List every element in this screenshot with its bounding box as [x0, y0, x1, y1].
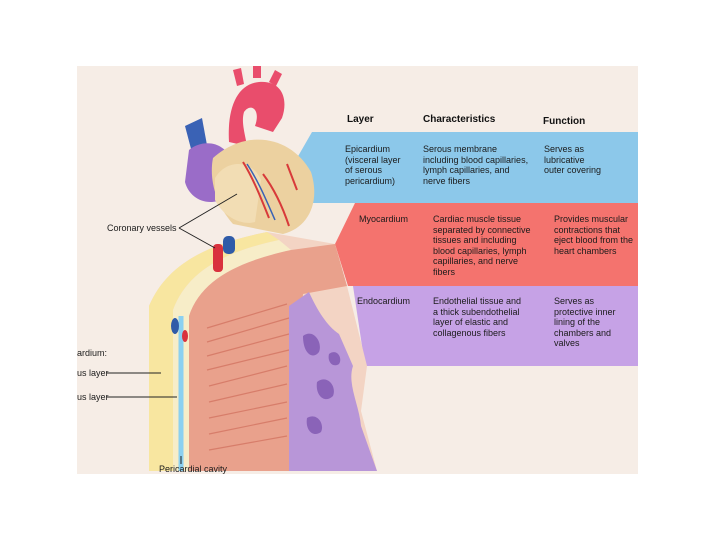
- coronary-artery: [242, 161, 298, 227]
- coronary-leader-1: [178, 193, 238, 229]
- serous-layer-label-fragment-1: us layer: [77, 368, 109, 378]
- pericardial-layer: [149, 232, 279, 471]
- epicardium-band: [289, 132, 638, 203]
- endocardium-layer-name: Endocardium: [357, 296, 411, 306]
- myocardium-characteristics: Cardiac muscle tissue separated by conne…: [433, 214, 531, 277]
- aortic-arch: [228, 81, 285, 146]
- epicardium-layer-name: Epicardium (visceral layer of serous per…: [345, 144, 401, 186]
- trabeculae: [303, 333, 341, 435]
- wall-vessel: [171, 318, 179, 334]
- endocardium-characteristics: Endothelial tissue and a thick subendoth…: [433, 296, 522, 338]
- coronary-vessel-artery: [213, 244, 223, 272]
- pericardium-label-fragment: ardium:: [77, 348, 108, 358]
- myocardial-fibers: [206, 303, 290, 451]
- serous-layer-label-fragment-2: us layer: [77, 392, 109, 402]
- pericardial-cavity-label: Pericardial cavity: [159, 464, 228, 474]
- heart-wall-illustration: [107, 66, 638, 471]
- coronary-vessels-label: Coronary vessels: [107, 223, 177, 233]
- epicardial-layer: [173, 240, 291, 471]
- myocardium-layer-name: Myocardium: [359, 214, 409, 224]
- coronary-leader-2: [178, 227, 216, 249]
- coronary-vessel-vein: [223, 236, 235, 254]
- endocardium-band: [353, 286, 638, 366]
- header-characteristics: Characteristics: [423, 114, 496, 125]
- aorta-branches: [233, 66, 282, 86]
- heart-drawing: [185, 66, 315, 234]
- wall-artery: [182, 330, 188, 342]
- header-function: Function: [543, 116, 586, 127]
- epicardium-function: Serves as lubricative outer covering: [544, 144, 602, 175]
- header-layer: Layer: [347, 114, 374, 125]
- wall-cross-section: [149, 232, 377, 471]
- endocardium-function: Serves as protective inner lining of the…: [554, 296, 616, 348]
- myocardium-function: Provides muscular contractions that ejec…: [554, 214, 634, 256]
- heart-wall-figure: Layer Characteristics Function Epicardiu…: [77, 66, 638, 474]
- right-atrium: [215, 163, 261, 223]
- coronary-vein: [246, 163, 276, 221]
- myocardium-band: [335, 203, 638, 286]
- epicardium-characteristics: Serous membrane including blood capillar…: [423, 144, 529, 186]
- leader-lines: [107, 193, 238, 464]
